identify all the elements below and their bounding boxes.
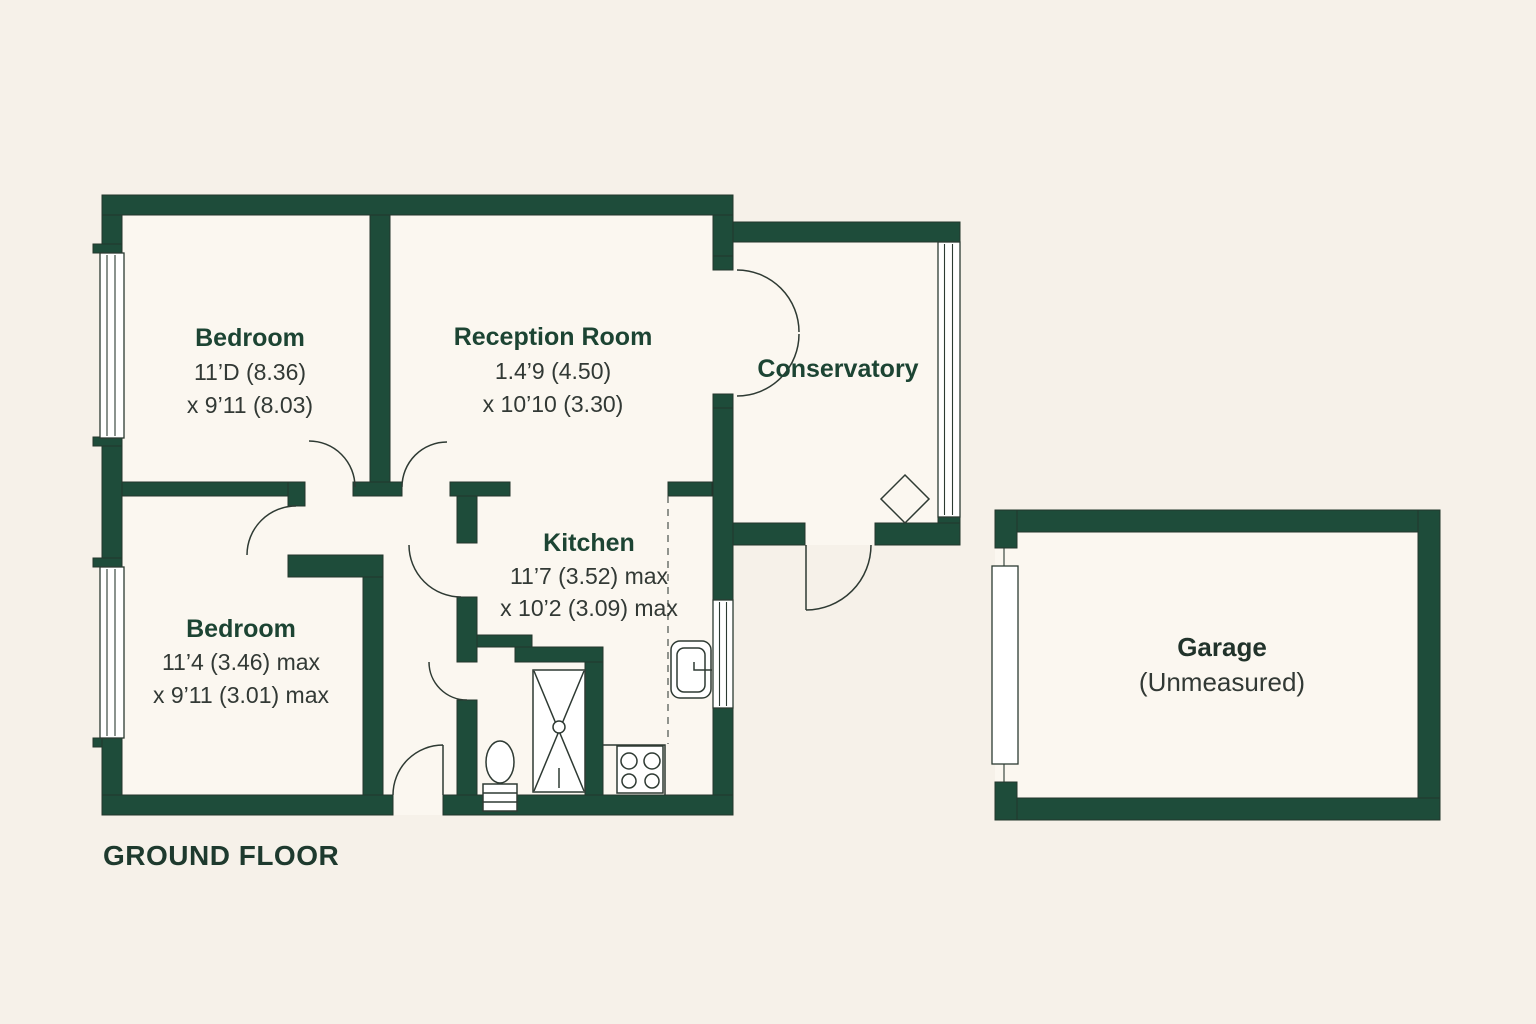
wall-segment	[101, 194, 734, 216]
wall-segment	[994, 781, 1018, 821]
room-name: Kitchen	[543, 529, 635, 557]
stove-burner	[621, 773, 637, 789]
room-labels: Bedroom 11’D (8.36) x 9’11 (8.03) Recept…	[153, 323, 1305, 708]
stove-burner	[643, 752, 661, 770]
window	[712, 599, 734, 709]
wall-segment	[732, 221, 961, 243]
room-name: Bedroom	[195, 324, 305, 352]
room-label-reception-room: Reception Room 1.4’9 (4.50) x 10’10 (3.3…	[454, 323, 653, 417]
garage-door	[991, 565, 1019, 765]
stove-fixture	[616, 745, 664, 794]
wall-segment	[456, 495, 478, 544]
wall-segment	[712, 707, 734, 796]
window	[99, 252, 125, 439]
wall-segment	[101, 794, 394, 816]
floor-title: GROUND FLOOR	[103, 840, 339, 871]
room-label-garage: Garage (Unmeasured)	[1139, 632, 1305, 697]
bedroom-2-door-arc	[246, 505, 297, 556]
room-dimension: 11’D (8.36)	[194, 359, 306, 385]
door-swings	[246, 269, 872, 796]
door-jamb	[712, 393, 734, 409]
wall-segment	[874, 522, 961, 546]
window	[937, 241, 961, 518]
window-glazing	[106, 569, 116, 736]
room-label-kitchen: Kitchen 11’7 (3.52) max x 10’2 (3.09) ma…	[500, 529, 678, 621]
wall-segment	[514, 646, 604, 663]
window-sill	[92, 243, 123, 254]
sink-fixture	[670, 640, 712, 699]
stove-burner	[644, 773, 660, 789]
room-label-bedroom-2: Bedroom 11’4 (3.46) max x 9’11 (3.01) ma…	[153, 615, 329, 708]
window	[99, 566, 125, 739]
door-jamb	[712, 255, 734, 271]
window-sill	[92, 557, 123, 568]
wall-segment	[456, 699, 478, 796]
wall-segment	[732, 522, 806, 546]
room-label-bedroom-1: Bedroom 11’D (8.36) x 9’11 (8.03)	[187, 324, 313, 418]
wall-segment	[476, 634, 533, 648]
shower-drain	[552, 720, 566, 734]
main-house-floor	[102, 195, 733, 815]
room-dimension: 11’7 (3.52) max	[510, 563, 669, 589]
window-glazing	[943, 244, 954, 515]
bathroom-door-arc	[428, 661, 468, 701]
room-name: Bedroom	[186, 615, 296, 643]
room-dimension: (Unmeasured)	[1139, 667, 1305, 697]
reception-door-arc	[401, 441, 448, 488]
wall-segment	[994, 509, 1018, 549]
wall-segment	[362, 576, 384, 796]
room-dimension: x 10’2 (3.09) max	[500, 595, 678, 621]
wall-segment	[712, 407, 734, 601]
room-dimension: x 9’11 (3.01) max	[153, 682, 329, 708]
wall-segment	[584, 661, 604, 796]
wall-segment	[449, 481, 511, 497]
reception-conservatory-door-arc	[736, 333, 800, 397]
toilet-cistern	[482, 783, 518, 812]
kitchen-counter-line	[603, 744, 666, 795]
conservatory-exterior-door-arc	[805, 544, 872, 611]
room-label-conservatory: Conservatory	[757, 355, 918, 383]
windows	[99, 241, 1019, 782]
wall-segment	[994, 509, 1441, 533]
fixtures	[482, 473, 931, 812]
room-dimension: 1.4’9 (4.50)	[495, 358, 611, 384]
wall-segment	[287, 554, 384, 578]
door-jamb	[287, 481, 306, 507]
wall-segment	[121, 481, 289, 497]
front-door-arc	[392, 744, 444, 796]
wall-segment	[1417, 509, 1441, 821]
room-name: Conservatory	[757, 355, 918, 383]
bedroom-1-door-arc	[308, 440, 356, 488]
window-glazing	[106, 255, 116, 436]
kitchen-door-arc	[408, 544, 462, 598]
window-glazing	[718, 602, 728, 706]
floor-areas	[102, 195, 1440, 820]
shower-fixture	[532, 669, 586, 793]
toilet-bowl	[485, 740, 515, 784]
wall-segment	[369, 214, 391, 483]
garage-floor	[995, 510, 1440, 820]
wall-segment	[101, 445, 123, 568]
sink-tap	[693, 662, 712, 671]
room-name: Reception Room	[454, 323, 653, 351]
reception-conservatory-door-arc	[736, 269, 800, 333]
wall-segment	[667, 481, 713, 497]
stove-burner	[620, 752, 638, 770]
room-name: Garage	[1177, 632, 1267, 662]
room-dimension: x 9’11 (8.03)	[187, 392, 313, 418]
toilet-cistern-lines	[483, 792, 517, 803]
room-dimension: 11’4 (3.46) max	[162, 649, 321, 675]
wall-segment	[352, 481, 403, 497]
wall-segment	[712, 214, 734, 257]
conservatory-diamond-symbol	[879, 473, 931, 525]
walls	[92, 194, 1441, 821]
wall-segment	[994, 797, 1441, 821]
room-dimension: x 10’10 (3.30)	[483, 391, 624, 417]
toilet-fixture	[482, 740, 518, 812]
wall-segment	[456, 596, 478, 663]
